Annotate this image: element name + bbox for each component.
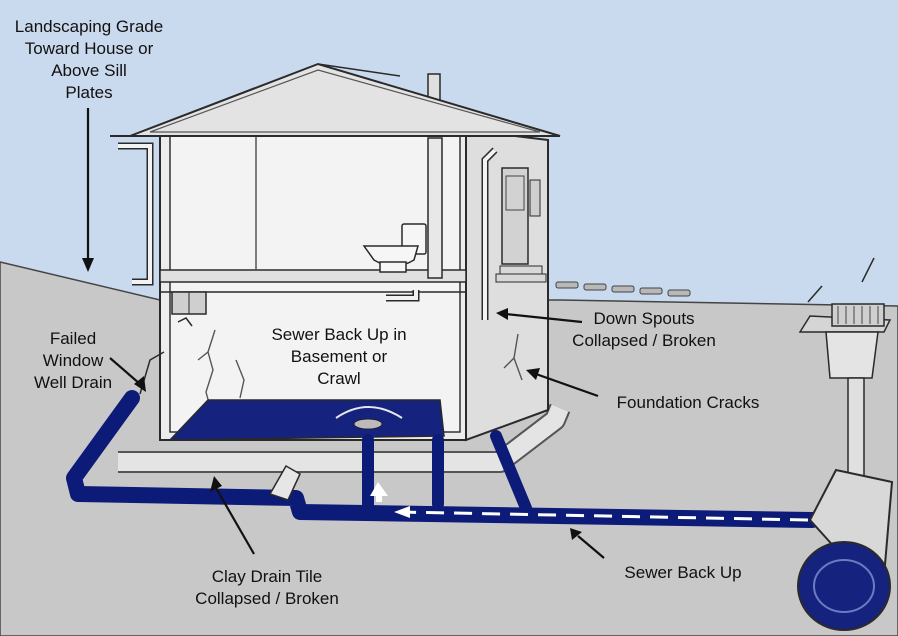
house — [110, 62, 691, 442]
sewer-main-cylinder — [797, 468, 894, 631]
sewer-flow-arrowhead — [394, 506, 410, 518]
label-landscaping-grade: Landscaping Grade Toward House or Above … — [0, 16, 178, 104]
basement-flood-water — [168, 399, 445, 441]
catch-basin — [798, 257, 892, 503]
cleanout-riser — [268, 464, 301, 501]
overflow-splash — [335, 406, 403, 419]
label-line: Collapsed / Broken — [195, 589, 339, 608]
label-failed-window-well-drain: Failed Window Well Drain — [18, 328, 128, 394]
floor-drain — [353, 418, 383, 430]
label-line: Basement or — [290, 347, 388, 366]
label-line: Toward House or — [24, 39, 154, 58]
riser-flow-arrow — [370, 482, 388, 502]
label-line: Down Spouts — [593, 309, 695, 328]
label-line: Foundation Cracks — [616, 393, 760, 412]
label-line: Collapsed / Broken — [572, 331, 716, 350]
label-line: Sewer Back Up — [624, 563, 742, 582]
label-sewer-back-up: Sewer Back Up — [604, 562, 762, 584]
label-line: Well Drain — [33, 373, 113, 392]
label-line: Crawl — [317, 369, 361, 388]
label-line: Clay Drain Tile — [211, 567, 323, 586]
label-foundation-cracks: Foundation Cracks — [598, 392, 778, 414]
sewer-lines — [66, 390, 820, 528]
label-line: Window — [42, 351, 104, 370]
label-down-spouts: Down Spouts Collapsed / Broken — [552, 308, 736, 352]
label-line: Landscaping Grade — [14, 17, 164, 36]
label-clay-drain-tile: Clay Drain Tile Collapsed / Broken — [172, 566, 362, 610]
annotation-arrows — [82, 108, 605, 559]
sewer-flow-dashes — [399, 510, 809, 522]
label-line: Sewer Back Up in — [271, 325, 407, 344]
label-line: Above Sill — [51, 61, 127, 80]
label-line: Failed — [49, 329, 97, 348]
drain-tile-loop — [118, 403, 571, 473]
label-line: Plates — [65, 83, 113, 102]
label-sewer-backup-basement: Sewer Back Up in Basement or Crawl — [250, 324, 428, 390]
